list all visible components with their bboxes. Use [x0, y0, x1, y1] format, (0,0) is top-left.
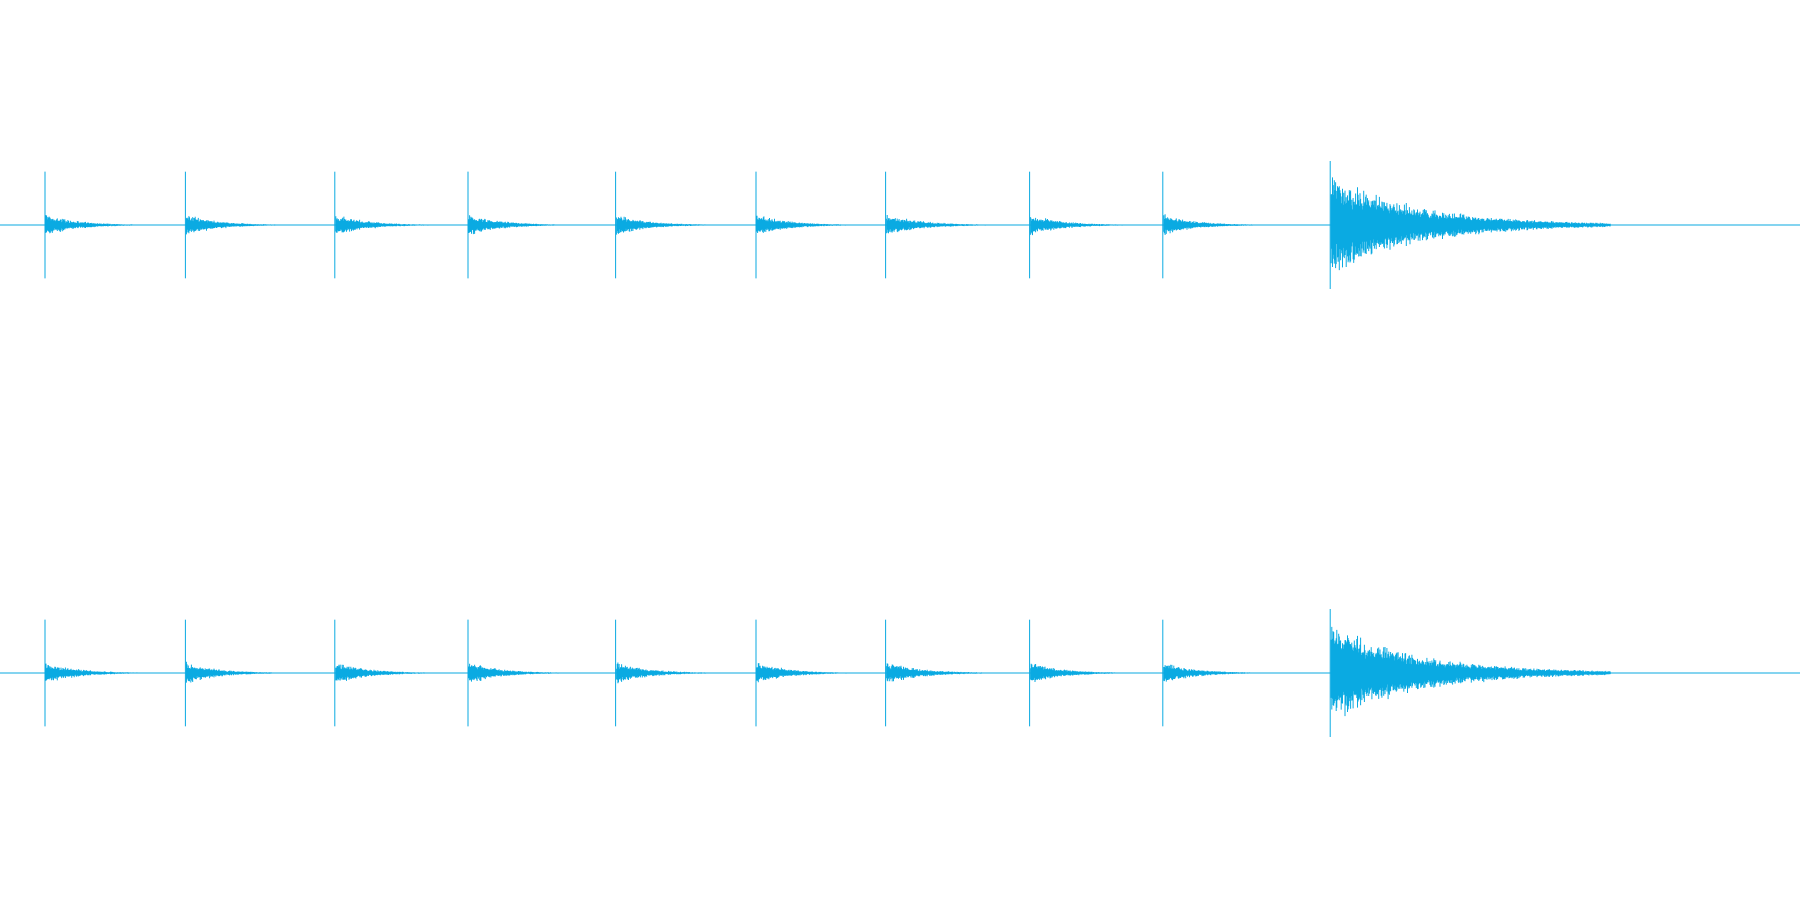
- waveform-transient: [1029, 171, 1131, 279]
- waveform-transient: [755, 619, 857, 727]
- waveform-decay-body: [185, 216, 286, 235]
- waveform-decay-body: [1030, 663, 1131, 682]
- waveform-transient: [334, 171, 436, 279]
- waveform-transient: [615, 619, 717, 727]
- waveform-decay-body: [1030, 217, 1131, 236]
- waveform-decay-body: [1330, 626, 1611, 717]
- waveform-decay-body: [45, 215, 146, 234]
- waveform-transient: [44, 619, 146, 727]
- waveform-transient: [1162, 619, 1264, 727]
- waveform-decay-body: [1330, 177, 1611, 271]
- waveform-decay-body: [616, 216, 717, 235]
- waveform-decay-body: [45, 663, 146, 681]
- waveform-transient: [184, 619, 286, 727]
- waveform-decay-body: [468, 215, 569, 235]
- waveform-transient: [1329, 609, 1611, 737]
- waveform-transient: [1329, 161, 1611, 289]
- waveform-decay-body: [1163, 214, 1264, 235]
- waveform-decay-body: [756, 663, 857, 683]
- waveform-decay-body: [886, 663, 996, 682]
- waveform-decay-body: [1163, 664, 1264, 682]
- waveform-transient: [1029, 619, 1131, 727]
- waveform-transient: [334, 619, 436, 727]
- waveform-transient: [44, 171, 146, 279]
- waveform-transient: [1162, 171, 1264, 279]
- waveform-transient: [467, 619, 569, 727]
- waveform-transient: [885, 619, 996, 727]
- waveform-decay-body: [468, 663, 569, 682]
- waveform-transient: [184, 171, 286, 279]
- waveform-transient: [755, 171, 857, 279]
- waveform-decay-body: [756, 215, 857, 233]
- waveform-transient: [467, 171, 569, 279]
- waveform-right-svg: [0, 609, 1800, 737]
- waveform-channel-left: [0, 145, 1800, 305]
- waveform-decay-body: [335, 216, 436, 233]
- waveform-decay-body: [886, 215, 996, 234]
- waveform-left-svg: [0, 161, 1800, 289]
- waveform-channel-right: [0, 593, 1800, 753]
- waveform-decay-body: [616, 662, 717, 684]
- waveform-transient: [615, 171, 717, 279]
- waveform-decay-body: [185, 661, 286, 683]
- waveform-decay-body: [335, 664, 436, 681]
- waveform-transient: [885, 171, 996, 279]
